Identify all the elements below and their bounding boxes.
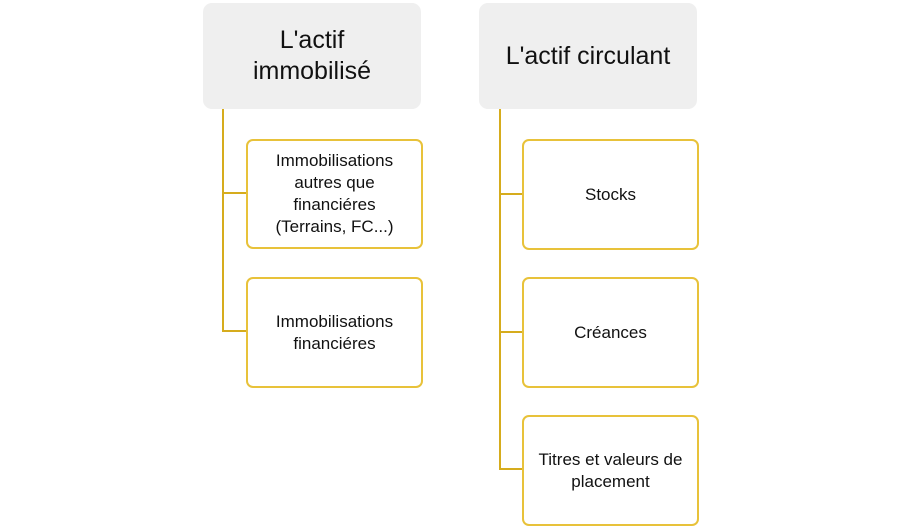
box-label-line-1: Titres et valeurs de (538, 449, 683, 469)
box-label-line-3: financiéres (293, 195, 376, 214)
connector-left-branch-1 (222, 192, 246, 194)
box-label: Stocks (584, 184, 637, 204)
header-actif-circulant-title: L'actif circulant (505, 41, 671, 70)
box-label: Immobilisations financiéres (276, 311, 393, 355)
box-label-line-2: placement (571, 471, 650, 491)
connector-right-branch-1 (499, 193, 522, 195)
box-label-line-4: (Terrains, FC...) (275, 217, 394, 236)
box-label: Immobilisations autres que financiéres (… (275, 150, 393, 238)
box-creances: Créances (522, 277, 699, 388)
connector-right-branch-3 (499, 468, 522, 470)
box-label-line-2: financiéres (293, 333, 376, 353)
header-actif-immobilise-title: L'actif immobilisé (253, 25, 371, 87)
box-stocks: Stocks (522, 139, 699, 250)
connector-right-branch-2 (499, 331, 522, 333)
header-actif-immobilise: L'actif immobilisé (203, 3, 421, 109)
header-actif-circulant: L'actif circulant (479, 3, 697, 109)
connector-left-branch-2 (222, 330, 246, 332)
connector-left-vertical (222, 109, 224, 332)
box-titres-et-valeurs-de-placement: Titres et valeurs de placement (522, 415, 699, 526)
box-immobilisations-financieres: Immobilisations financiéres (246, 277, 423, 388)
box-label: Titres et valeurs de placement (539, 449, 683, 493)
connector-right-vertical (499, 109, 501, 470)
header-title-line-2: immobilisé (252, 57, 372, 85)
box-label-line-1: Immobilisations (275, 151, 394, 170)
box-immobilisations-autres-que-financieres: Immobilisations autres que financiéres (… (246, 139, 423, 249)
box-label-line-1: Immobilisations (275, 311, 394, 331)
box-label: Créances (574, 322, 647, 342)
header-title-line-1: L'actif (279, 26, 345, 54)
box-label-line-2: autres que (294, 173, 375, 192)
